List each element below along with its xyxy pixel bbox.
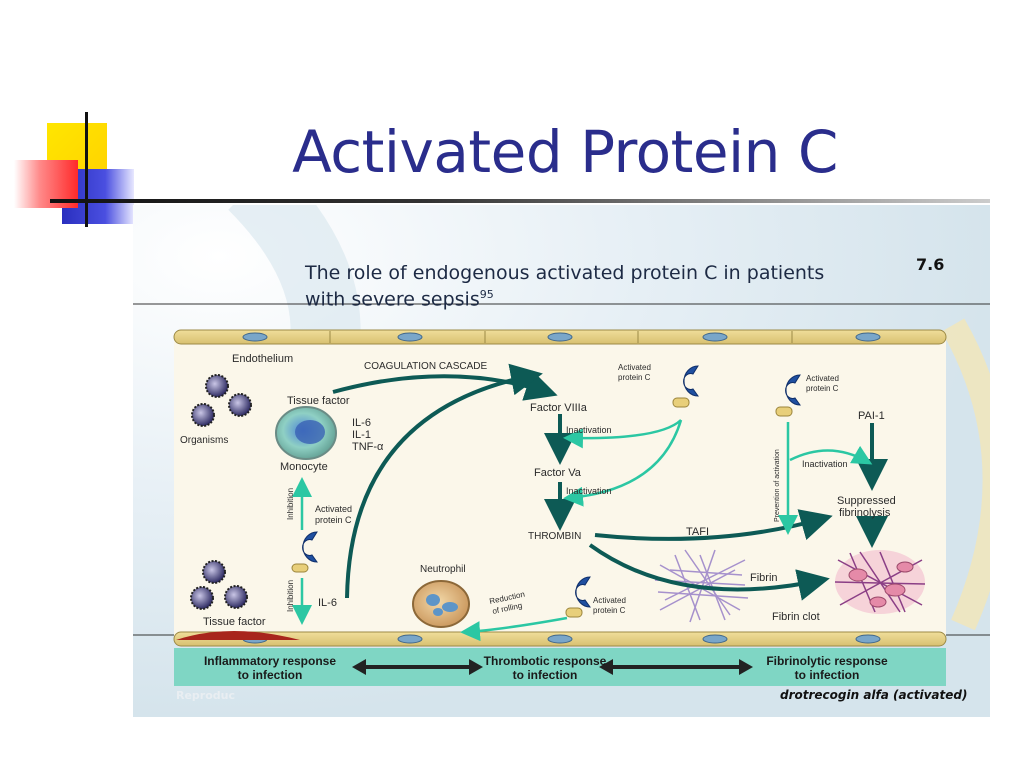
monocyte-cell [275,406,337,460]
figure-title-line2: with severe sepsis [305,288,480,311]
label-apc-right-2: protein C [806,384,839,393]
label-inflammatory-2: to infection [238,668,303,682]
label-apc-bottom-1: Activated [593,596,626,605]
label-suppressed-2: fibrinolysis [839,507,891,519]
brand-logo-text: drotrecogin alfa (activated) [780,688,968,702]
figure-title: The role of endogenous activated protein… [305,262,824,310]
title-rule [50,199,990,203]
label-neutrophil: Neutrophil [420,564,466,575]
label-fibrin-clot: Fibrin clot [772,611,820,623]
label-organisms: Organisms [180,435,228,446]
label-il6-bottom: IL-6 [318,597,337,609]
reproduced-note: Reproduc [176,689,236,702]
apc-molecule-bottom [565,576,591,618]
arrow-il6-to-cascade [345,363,543,599]
label-pai1: PAI-1 [858,410,885,422]
arrow-apc-inactivation-va [563,419,683,507]
figure-title-line1: The role of endogenous activated protein… [305,262,825,284]
label-tissue-factor-top: Tissue factor [287,395,350,407]
label-il1: IL-1 [352,429,371,441]
label-thrombin: THROMBIN [528,531,581,542]
label-inhibition-bottom: Inhibition [286,580,295,612]
label-coagulation-cascade: COAGULATION CASCADE [364,361,487,372]
label-apc-left-1: Activated [315,504,352,514]
label-il6: IL-6 [352,417,371,429]
decor-vertical-line [85,112,88,227]
fibrin-clot [834,550,926,614]
label-fibrinolytic-1: Fibrinolytic response [766,654,888,668]
endothelium-bottom [173,631,947,647]
label-tnfa: TNF-α [352,441,384,453]
label-inhibition-top: Inhibition [286,488,295,520]
figure-number: 7.6 [916,255,945,274]
label-apc-left-2: protein C [315,515,352,525]
double-arrow-right [599,659,753,675]
figure-title-ref: 95 [479,288,494,301]
label-fibrin: Fibrin [750,572,778,584]
double-arrow-left [352,659,483,675]
label-tissue-factor-bottom: Tissue factor [203,616,266,628]
arrow-thrombin-to-suppressed [594,509,833,541]
label-inactivation-2: Inactivation [566,486,612,496]
endothelium-top [173,329,947,345]
label-fibrinolytic-2: to infection [795,668,860,682]
label-inactivation-1: Inactivation [566,425,612,435]
organisms-bottom [190,560,248,610]
label-apc-bottom-2: protein C [593,606,626,615]
apc-molecule-mid [672,365,699,408]
label-apc-right-1: Activated [806,374,839,383]
label-apc-mid-1: Activated [618,363,651,372]
arrow-apc-inactivation-viiia [563,419,682,449]
neutrophil-cell [412,580,470,628]
label-thrombotic-1: Thrombotic response [484,654,607,668]
label-inflammatory-1: Inflammatory response [204,654,336,668]
organisms-top [191,374,252,427]
label-suppressed-1: Suppressed [837,495,896,507]
label-factor-va: Factor Va [534,467,582,479]
label-apc-mid-2: protein C [618,373,651,382]
label-factor-viiia: Factor VIIIa [530,402,588,414]
slide-title: Activated Protein C [292,118,838,186]
label-endothelium: Endothelium [232,353,293,365]
arrow-reduction-rolling [460,616,568,642]
apc-molecule-right [775,374,801,417]
label-prevention-of-activation: Prevention of activation [774,449,781,522]
label-inactivation-3: Inactivation [802,459,848,469]
light-arrows [292,419,873,642]
dark-arrows [332,363,888,601]
response-band [174,648,946,686]
arrow-thrombin-to-clot [588,543,830,601]
label-tafi: TAFI [686,526,709,538]
arrow-inactivation-pai1 [789,445,873,465]
apc-molecule-left [291,531,318,573]
label-thrombotic-2: to infection [513,668,578,682]
label-monocyte: Monocyte [280,461,328,473]
